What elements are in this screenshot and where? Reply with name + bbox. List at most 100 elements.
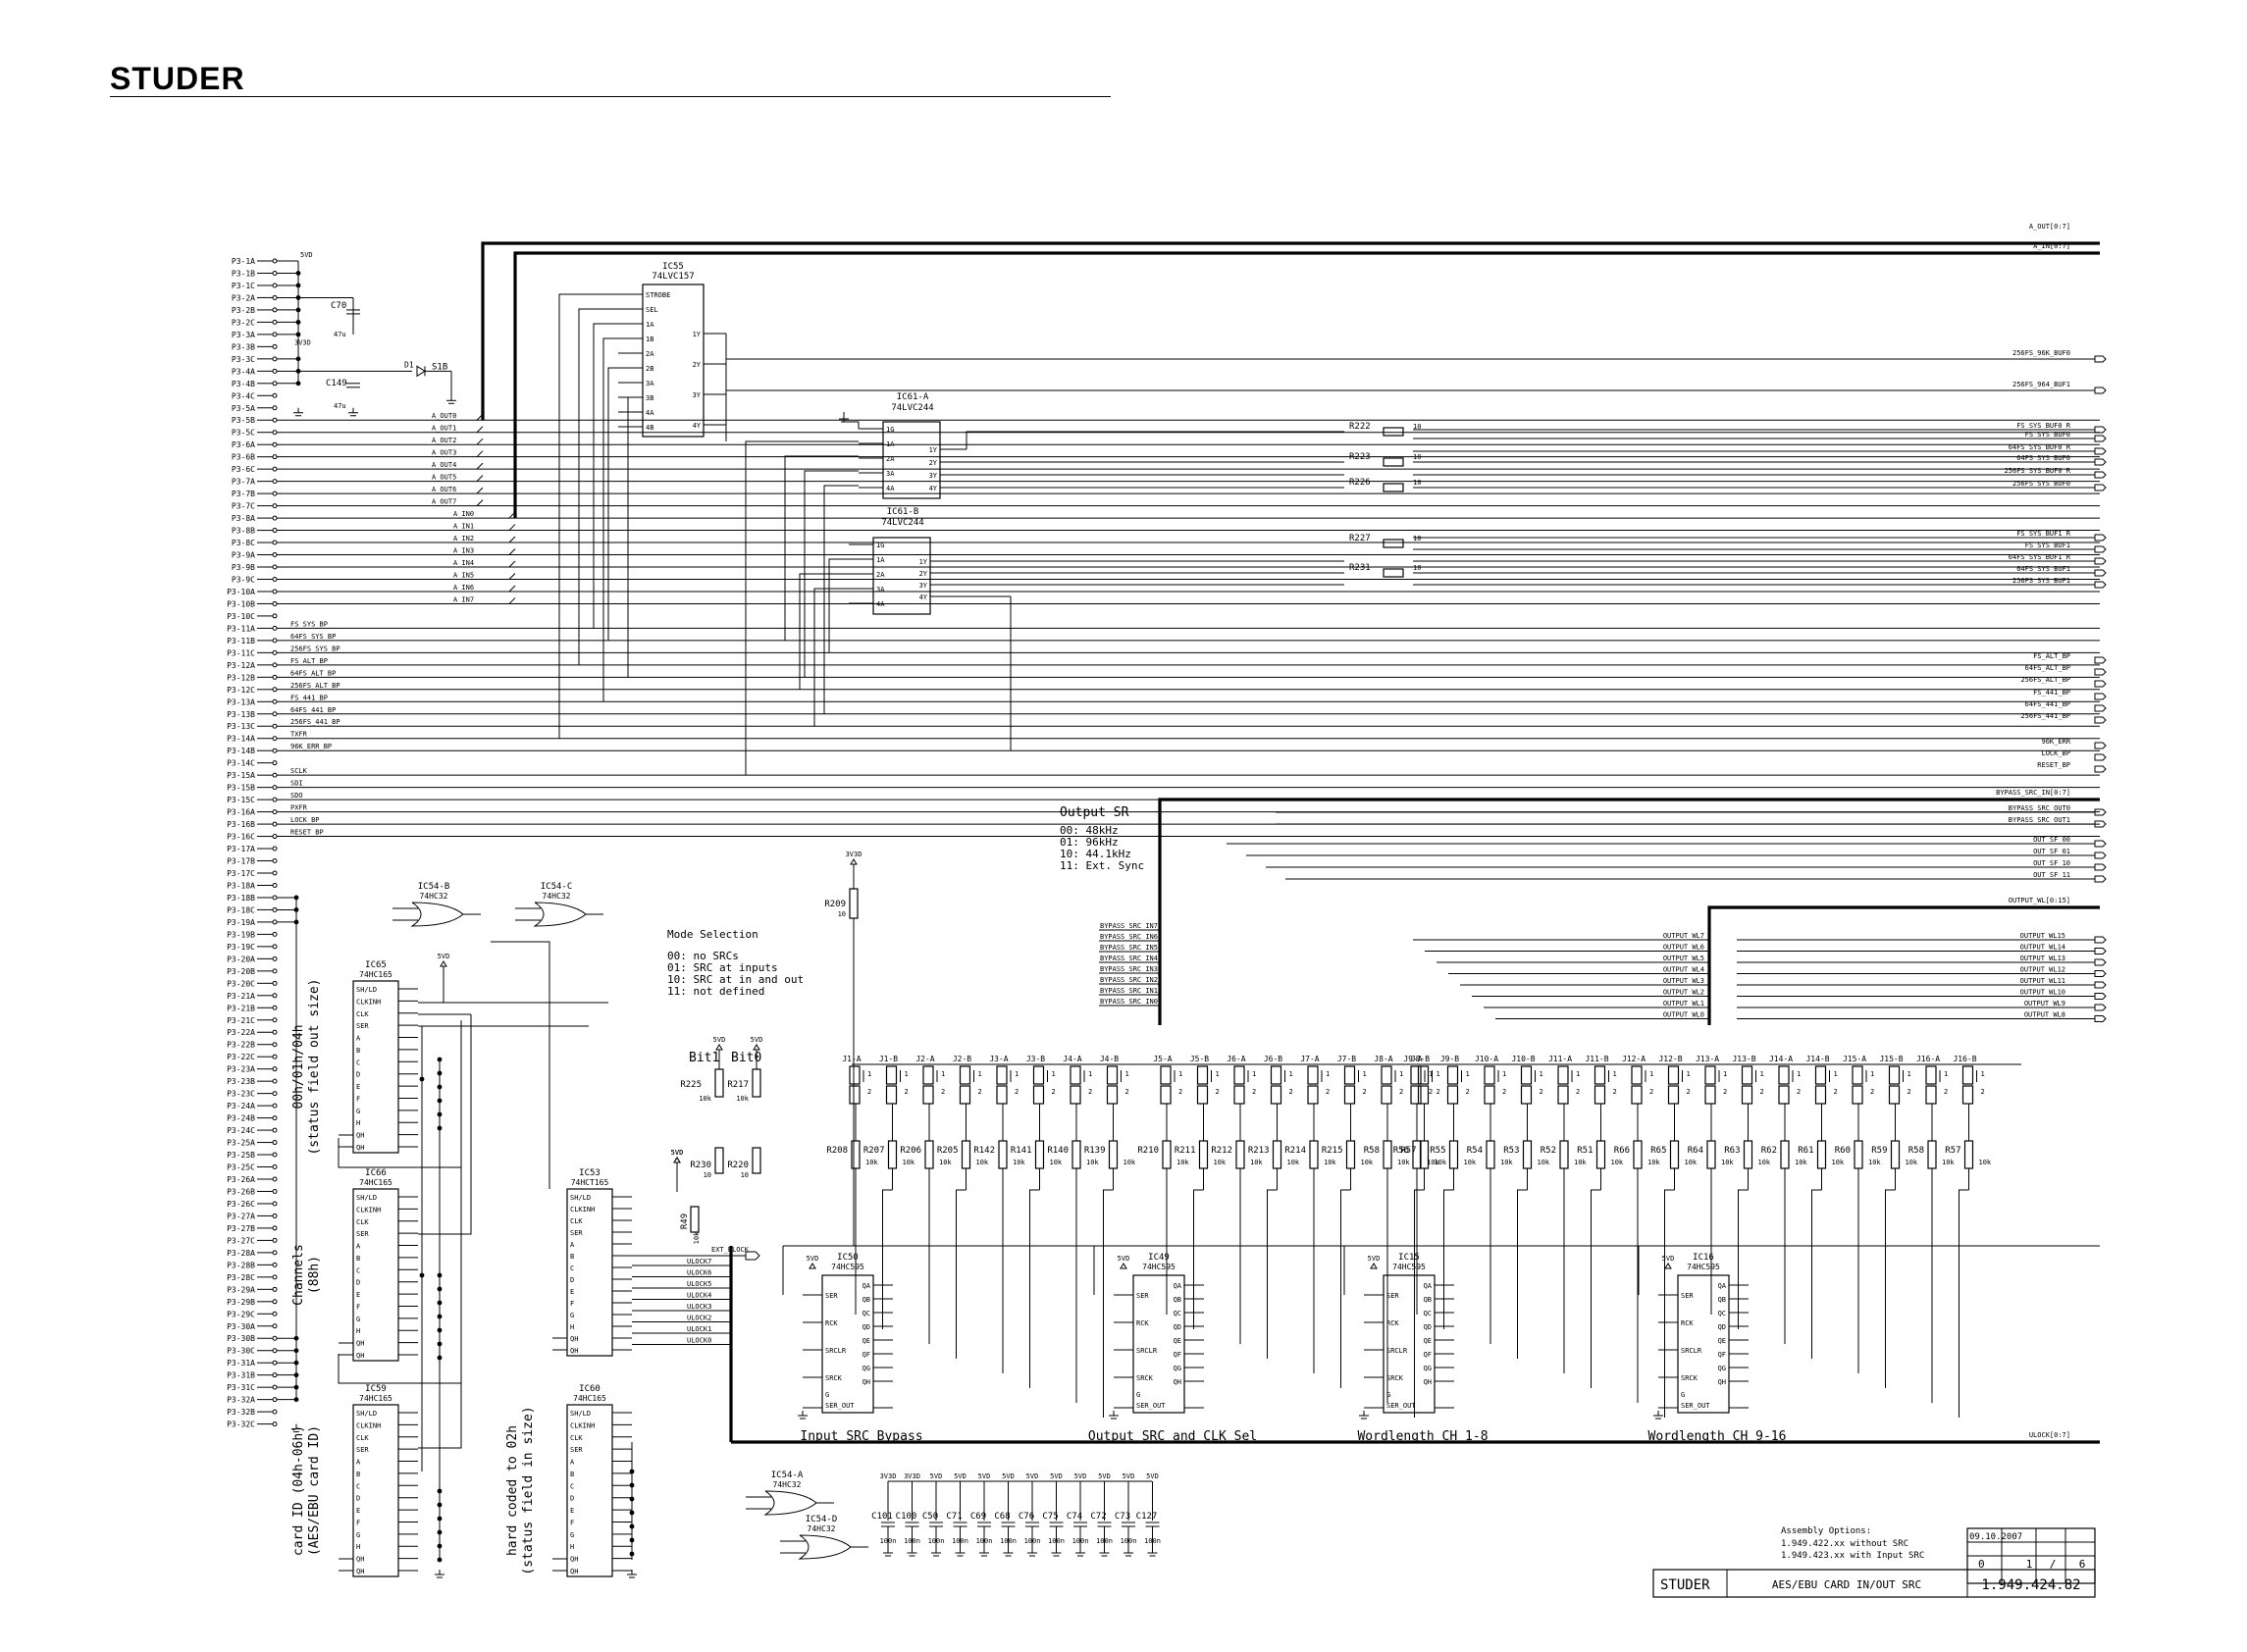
jumper	[1307, 1065, 1319, 1085]
jumper-to-ic	[956, 1189, 967, 1359]
offpage-connector	[2094, 680, 2107, 688]
connector-pin-label: P3-25A	[227, 1139, 255, 1148]
resistor-value: 10k	[1979, 1159, 1992, 1166]
offpage-connector	[2094, 471, 2107, 479]
jumper	[1520, 1085, 1533, 1105]
jumper	[1704, 1085, 1716, 1105]
resistor-ref: R139	[1084, 1146, 1106, 1156]
jumper-to-ic	[1959, 1189, 1969, 1418]
capacitor-value: 100n	[1024, 1537, 1041, 1545]
pin-label: SER	[356, 1022, 369, 1030]
pin-label: CLKINH	[570, 1206, 595, 1213]
pin-label: SER_OUT	[1136, 1402, 1166, 1410]
resistor-ref: R52	[1541, 1146, 1556, 1156]
jumper	[1888, 1085, 1901, 1105]
pin-label: G	[1681, 1391, 1685, 1399]
connector-pin-label: P3-30C	[227, 1347, 255, 1356]
connector-pin-label: P3-22A	[227, 1028, 255, 1037]
power-label: 5VD	[300, 251, 313, 259]
connector-pin-label: P3-31C	[227, 1383, 255, 1392]
jumper	[1160, 1065, 1172, 1085]
pin-label: F	[570, 1519, 574, 1526]
capacitor-ref: C100	[896, 1512, 917, 1522]
connector-pin	[272, 944, 278, 950]
wl-label: OUTPUT_WL5	[1663, 955, 1704, 962]
junction-dot	[419, 1272, 425, 1278]
pin-label: QB	[1718, 1296, 1726, 1304]
connector-pin	[272, 895, 278, 901]
title-date: 09.10.2007	[1969, 1532, 2022, 1542]
pin-number: 2	[1088, 1088, 1092, 1096]
jumper-to-ic	[882, 1189, 893, 1329]
gate-part: 74HC32	[808, 1524, 836, 1533]
pin-number: 1	[1052, 1070, 1056, 1078]
power-label: 5VD	[1026, 1472, 1039, 1480]
pin-label: CLK	[570, 1434, 583, 1442]
net-label: A_OUT2	[432, 437, 456, 444]
resistor-ref: R207	[863, 1146, 885, 1156]
connector-pin	[272, 613, 278, 619]
pin-number: 2	[1576, 1088, 1580, 1096]
pin-label: 4Y	[693, 422, 702, 430]
pin-number: 2	[1907, 1088, 1911, 1096]
connector-pin-label: P3-5B	[232, 416, 255, 425]
resistor-ref: R66	[1614, 1146, 1630, 1156]
jumper	[1631, 1065, 1643, 1085]
jumper	[1381, 1085, 1392, 1105]
connector-pin-label: P3-4A	[232, 367, 255, 376]
pin-number: 2	[1870, 1088, 1874, 1096]
jumper-ref: J2-B	[953, 1055, 971, 1063]
ic65-body	[352, 980, 399, 1154]
jumper	[1484, 1085, 1495, 1105]
bus-label: OUTPUT_WL[0:15]	[2009, 897, 2070, 904]
jumper	[959, 1085, 971, 1105]
connector-pin	[272, 906, 278, 912]
pin-label: G	[1386, 1391, 1390, 1399]
net-label: A_OUT4	[432, 461, 456, 469]
resistor-value: 10k	[1287, 1159, 1300, 1166]
jumper	[1778, 1065, 1790, 1085]
pin-label: QA	[1718, 1282, 1727, 1290]
pin-label: 4A	[886, 485, 895, 492]
capacitor-value: 100n	[1072, 1537, 1089, 1545]
resistor-value: 10k	[1538, 1159, 1550, 1166]
connector-pin-label: P3-13A	[227, 697, 255, 706]
pin-label: QC	[862, 1310, 870, 1317]
pin-label: QE	[1718, 1337, 1726, 1345]
connector-pin-label: P3-31B	[227, 1371, 255, 1380]
jumper	[1667, 1085, 1680, 1105]
connector-pin-label: P3-6C	[232, 465, 255, 474]
offpage-connector	[2094, 840, 2107, 848]
power-label: 3V3D	[846, 851, 862, 858]
pulldown-resistor	[1071, 1140, 1081, 1169]
note-line: 10: 44.1kHz	[1060, 848, 1131, 860]
pin-label: QD	[1174, 1323, 1181, 1331]
capacitor-ref: C76	[1019, 1512, 1034, 1522]
signal-label: 256FS_ALT_BP	[2020, 676, 2070, 684]
pin-label: E	[570, 1288, 574, 1296]
pulldown-resistor	[961, 1140, 971, 1169]
jumper-to-ic	[1340, 1189, 1351, 1388]
pin-label: CLKINH	[356, 1206, 381, 1213]
pulldown-resistor	[887, 1140, 898, 1169]
pin-label: A	[356, 1243, 361, 1251]
pin-label: 1A	[876, 556, 885, 564]
connector-pin	[272, 1017, 278, 1023]
pulldown-resistor	[1890, 1140, 1901, 1169]
capacitor-ref: C70	[331, 301, 346, 311]
connector-pin	[272, 760, 278, 766]
jumper-ref: J5-A	[1153, 1055, 1172, 1063]
series-resistor	[1383, 457, 1404, 467]
shift-register-595-body	[1383, 1274, 1436, 1414]
pin-label: QC	[1424, 1310, 1432, 1317]
bus-entry	[476, 475, 484, 482]
resistor-ref: R217	[727, 1080, 749, 1090]
net-label: A_OUT6	[432, 486, 456, 493]
connector-pin-label: P3-20C	[227, 979, 255, 988]
jumper-ref: J16-A	[1916, 1055, 1940, 1063]
jumper	[1925, 1065, 1937, 1085]
offpage-connector	[2094, 981, 2107, 989]
connector-pin-label: P3-17B	[227, 857, 255, 866]
ic-part: 74HC165	[359, 1394, 392, 1403]
pin-label: RCK	[1136, 1319, 1149, 1327]
